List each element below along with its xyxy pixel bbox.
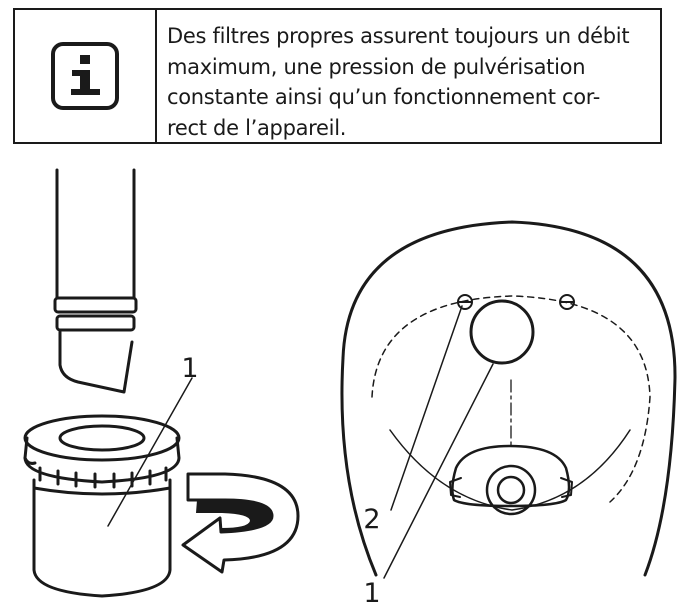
rotation-arrow-icon xyxy=(181,472,300,574)
suction-tube xyxy=(53,168,138,394)
info-icon-cell xyxy=(15,10,157,142)
left-callout-number: 1 xyxy=(181,353,198,384)
note-line: rect de l’appareil. xyxy=(167,115,347,140)
info-icon xyxy=(51,42,119,110)
cup-filter xyxy=(23,414,181,598)
info-note-box: Des filtres propres assurent toujours un… xyxy=(13,8,662,144)
note-text: Des filtres propres assurent toujours un… xyxy=(157,10,660,142)
note-line: maximum, une pression de pulvérisation xyxy=(167,54,586,79)
right-callout-number-upper: 2 xyxy=(363,504,380,535)
container-top-view xyxy=(340,220,677,577)
note-line: constante ainsi qu’un fonctionnement cor… xyxy=(167,85,601,109)
right-callout-number-lower: 1 xyxy=(363,578,380,609)
note-line: Des filtres propres assurent toujours un… xyxy=(167,24,630,48)
